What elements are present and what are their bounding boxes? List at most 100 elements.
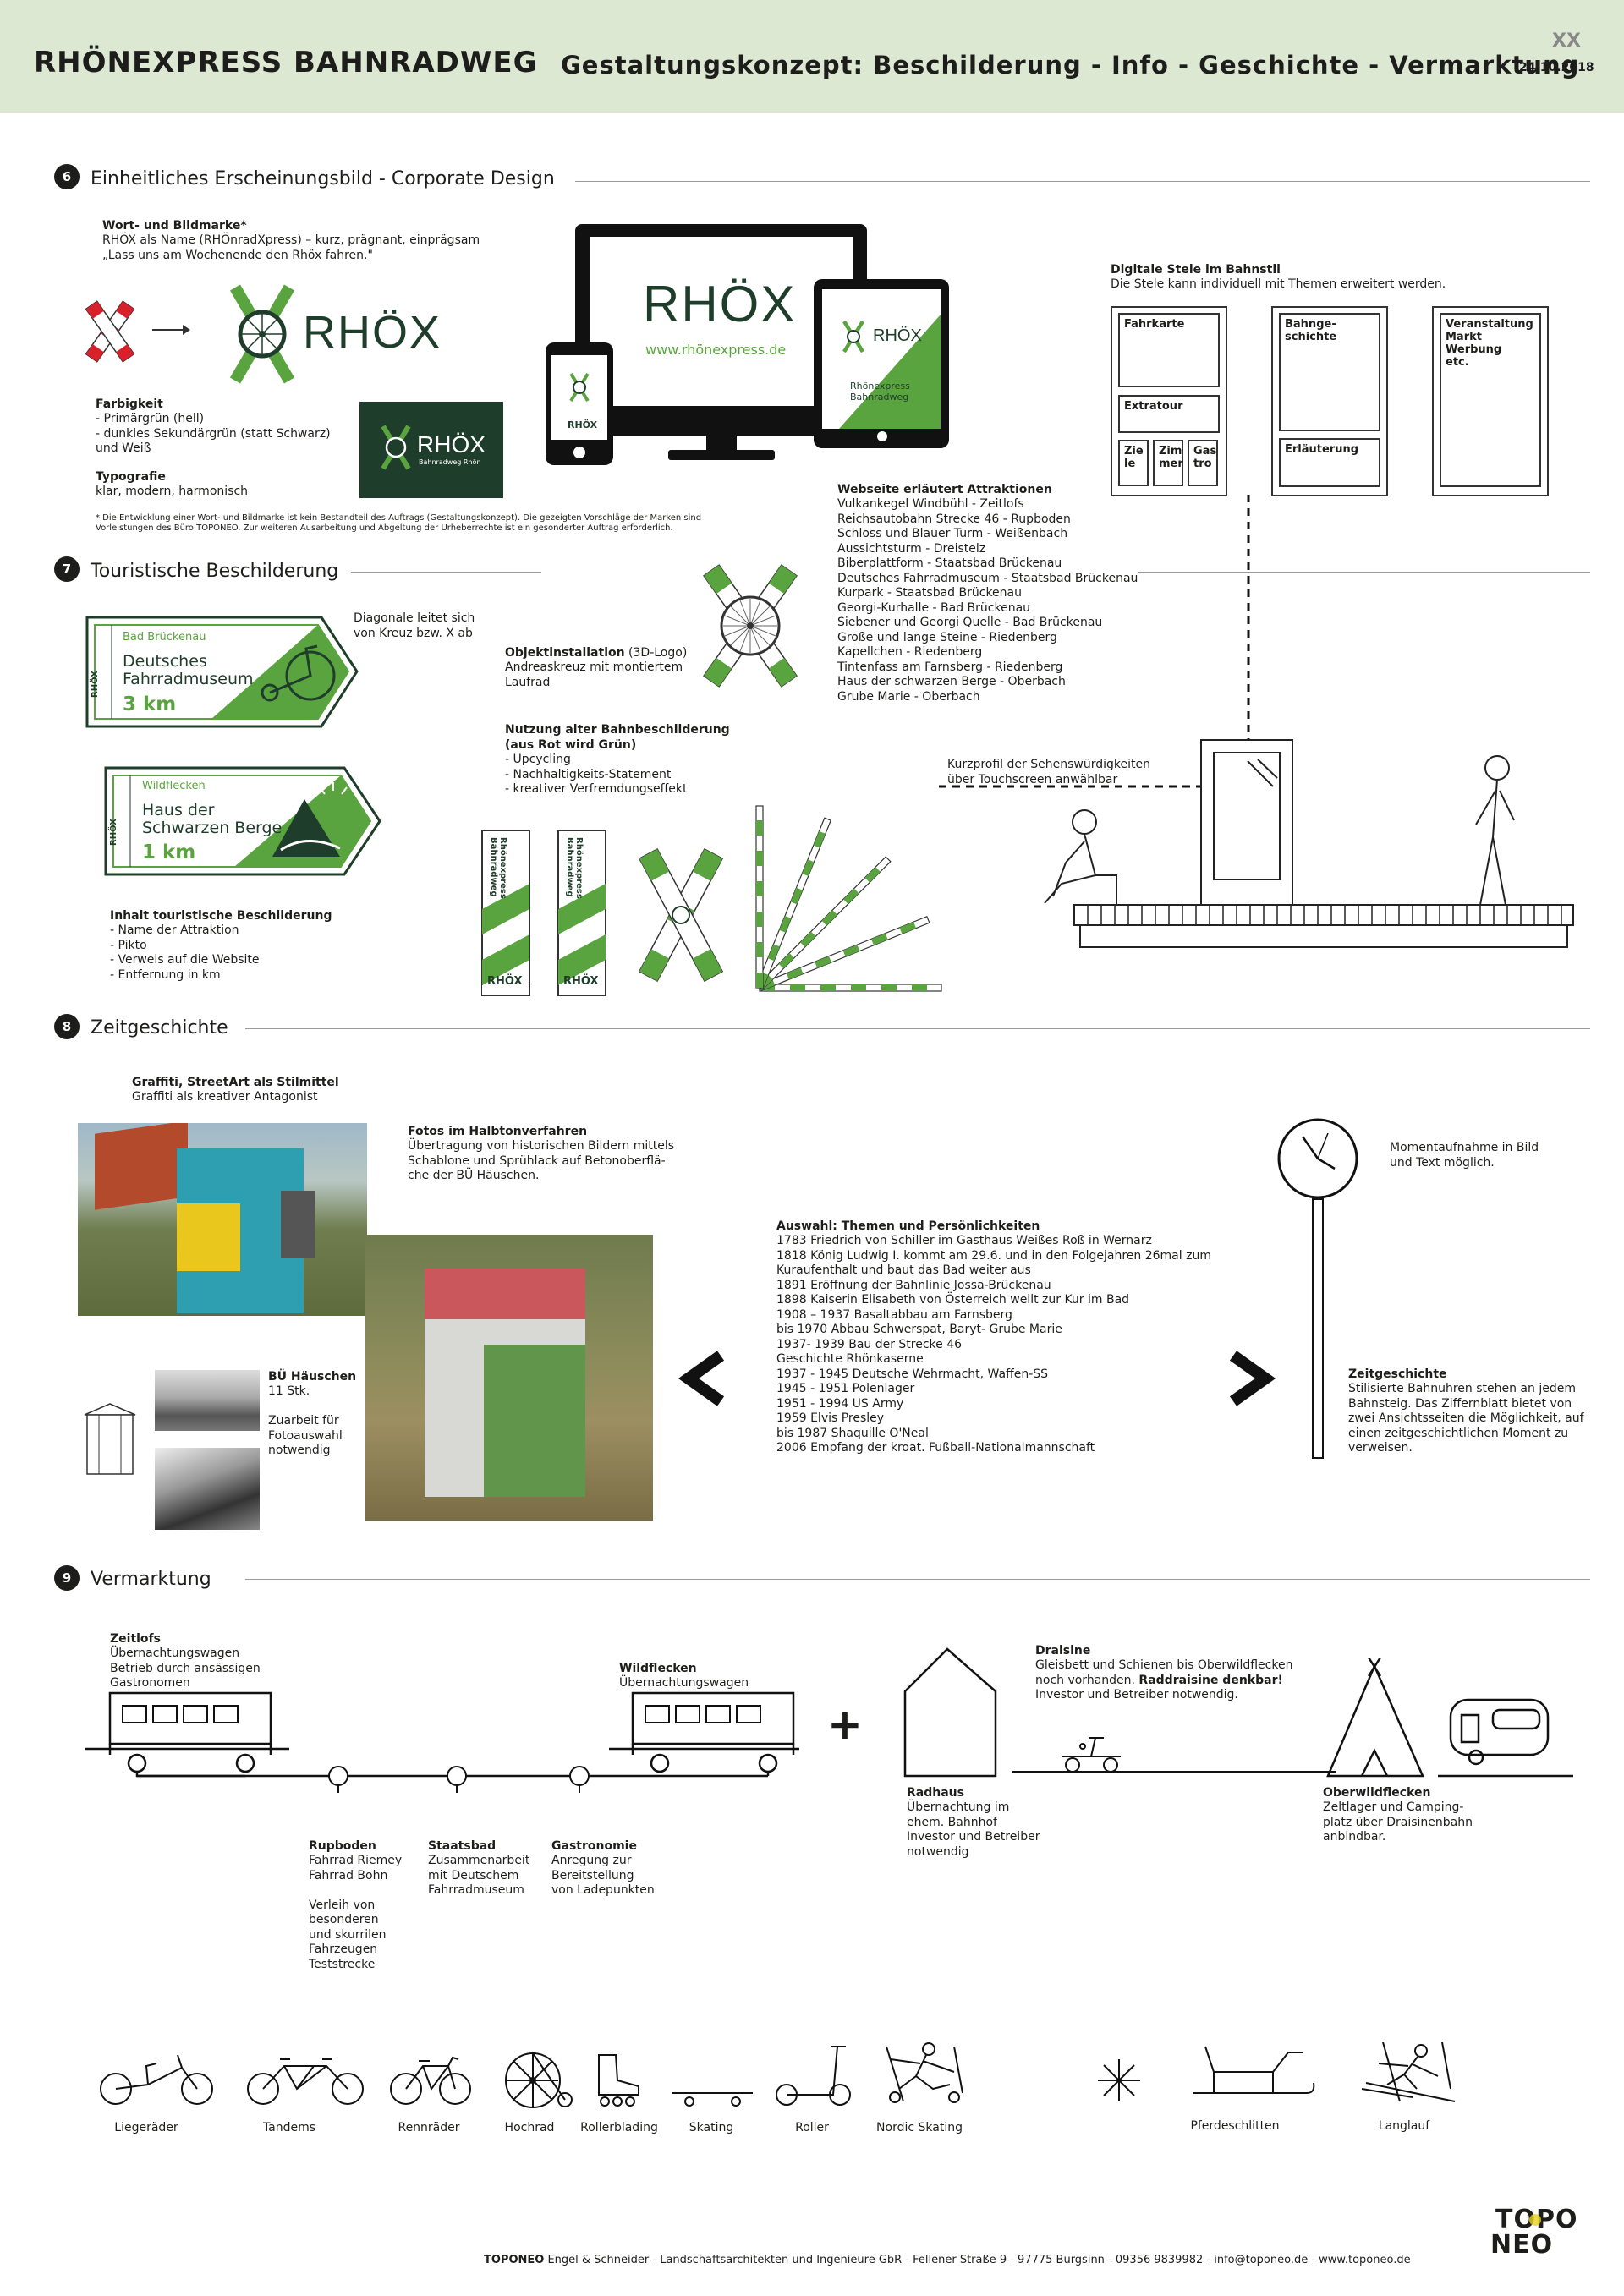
photo-bw-station (155, 1370, 260, 1431)
section-rule (245, 1028, 1590, 1029)
drais-bold: Raddraisine denkbar! (1138, 1673, 1283, 1687)
stele-2-bahngeschichte: Bahnge- schichte (1279, 313, 1380, 431)
rup-text: Fahrrad Riemey Fahrrad Bohn Verleih von … (309, 1854, 403, 1971)
stele-1-ziele: Zie le (1118, 440, 1149, 486)
tandem-icon (247, 2058, 364, 2105)
radhaus-text: Übernachtung im ehem. Bahnhof Investor u… (907, 1800, 1040, 1859)
zeitlofs-head: Zeitlofs (110, 1632, 161, 1646)
station-clock-icon (1277, 1118, 1358, 1459)
sign1-side: RHÖX (91, 671, 100, 698)
footer-logo-bottom: NEO (1490, 2230, 1554, 2260)
wagon-timeline (85, 1691, 799, 1793)
farb-head: Farbigkeit (96, 397, 163, 411)
rhox-logo-small-icon (381, 425, 411, 470)
stele-2 (1271, 306, 1388, 496)
recumbent-icon (100, 2054, 213, 2105)
platform-illustration (1044, 739, 1574, 948)
foto-head: Fotos im Halbtonverfahren (408, 1125, 588, 1138)
nutz-text: - Upcycling - Nachhaltigkeits-Statement … (505, 753, 688, 796)
section-rule (351, 572, 541, 573)
section-title-8: Zeitgeschichte (91, 1017, 228, 1038)
old-cross-icon (85, 300, 135, 363)
photo-graffiti-house-1 (78, 1123, 367, 1316)
touch-text: Kurzprofil der Sehenswürdigkeiten über T… (947, 758, 1150, 786)
zeitlofs-text: Übernachtungswagen Betrieb durch ansässi… (110, 1647, 261, 1690)
photo-green (484, 1345, 585, 1497)
monitor-website: www.rhönexpress.de (645, 342, 787, 358)
stele-1-extratour: Extratour (1118, 395, 1220, 433)
section-number-6: 6 (54, 164, 80, 189)
photo-graffiti-house-2 (365, 1235, 653, 1521)
camping-icon (1326, 1658, 1573, 1778)
obj-head-suffix: (3D-Logo) (624, 646, 688, 660)
photo-bw-train (155, 1448, 260, 1530)
section-rule (575, 181, 1590, 182)
barrier-arm (755, 805, 764, 989)
skateboard-icon (672, 2092, 753, 2107)
section-title-9: Vermarktung (91, 1569, 211, 1590)
phone-button (573, 447, 585, 458)
header-bar (0, 0, 1624, 113)
icon-label-nordic: Nordic Skating (876, 2121, 963, 2134)
typo-text: klar, modern, harmonisch (96, 485, 249, 498)
vehicle-icons (100, 2042, 1456, 2108)
icon-label-pferdeschlitten: Pferdeschlitten (1190, 2119, 1280, 2133)
photo-roof (95, 1123, 188, 1210)
post2-brand: RHÖX (563, 975, 599, 988)
brand-wordmark: RHÖX (303, 307, 442, 358)
radhaus-icon (903, 1647, 997, 1778)
photo-door (281, 1191, 315, 1258)
nordic-skating-icon (886, 2042, 963, 2103)
post1-text: Rhönexpress Bahnradweg (489, 837, 508, 899)
stele-3-veranstaltung: Veranstaltung Markt Werbung etc. (1440, 313, 1541, 487)
footer-text-line: TOPONEO Engel & Schneider - Landschaftsa… (484, 2254, 1411, 2266)
section-title-7: Touristische Beschilderung (91, 561, 339, 582)
section-number-7: 7 (54, 556, 80, 582)
sign-bad-brueckenau (85, 616, 359, 728)
dashed-connector (939, 495, 1250, 799)
green-cross-icon (639, 847, 723, 983)
icon-label-liegeraeder: Liegeräder (114, 2121, 178, 2134)
sign2-side: RHÖX (109, 819, 118, 846)
sign2-place: Wildflecken (142, 780, 206, 792)
stele-1-gastro: Gas tro (1188, 440, 1218, 486)
stele-head: Digitale Stele im Bahnstil (1111, 263, 1281, 277)
radhaus-head: Radhaus (907, 1786, 964, 1800)
tablet-screen (822, 289, 941, 429)
photo-red (425, 1269, 585, 1319)
marker-post-2 (557, 830, 606, 996)
phone-wordmark: RHÖX (568, 419, 598, 430)
nutz-head: Nutzung alter Bahnbeschilderung (aus Rot… (505, 723, 730, 752)
monitor-neck (706, 436, 737, 452)
section-title-6: Einheitliches Erscheinungsbild - Corpora… (91, 168, 555, 189)
section-number-8: 8 (54, 1014, 80, 1039)
chevron-right-icon[interactable] (1225, 1351, 1277, 1406)
header-date: 24.10.2018 (1519, 61, 1594, 74)
chevron-left-icon[interactable] (677, 1351, 729, 1406)
tablet-button (877, 431, 887, 441)
auswahl-head: Auswahl: Themen und Persönlichkeiten (776, 1219, 1040, 1233)
sign1-name: Deutsches Fahrradmuseum (123, 652, 254, 688)
drais-head: Draisine (1035, 1644, 1091, 1658)
diag-text: Diagonale leitet sich von Kreuz bzw. X a… (354, 611, 475, 640)
brand-tile-wordmark: RHÖX (417, 431, 486, 458)
icon-label-roller: Roller (795, 2121, 829, 2134)
stele-1-fahrkarte: Fahrkarte (1118, 313, 1220, 387)
section-number-9: 9 (54, 1565, 80, 1591)
monitor-screen (590, 237, 853, 406)
tablet-wordmark: RHÖX (873, 326, 922, 345)
snowflake-icon (1098, 2059, 1140, 2101)
sign2-name: Haus der Schwarzen Berge (142, 801, 283, 837)
barrier-arm (759, 984, 942, 992)
ober-head: Oberwildflecken (1323, 1786, 1431, 1800)
tablet-logo-icon (842, 320, 864, 353)
page-subtitle: Gestaltungskonzept: Beschilderung - Info… (561, 51, 1580, 79)
section-rule (1138, 572, 1590, 573)
stele-2-erlaeuterung: Erläuterung (1279, 438, 1380, 487)
obj-head: Objektinstallation (505, 646, 625, 660)
plus-sign: + (827, 1700, 863, 1749)
wild-text: Übernachtungswagen (619, 1676, 749, 1690)
moment-text: Momentaufnahme in Bild und Text möglich. (1390, 1141, 1539, 1170)
monitor-wordmark: RHÖX (643, 276, 797, 332)
icon-label-rollerblading: Rollerblading (580, 2121, 658, 2134)
